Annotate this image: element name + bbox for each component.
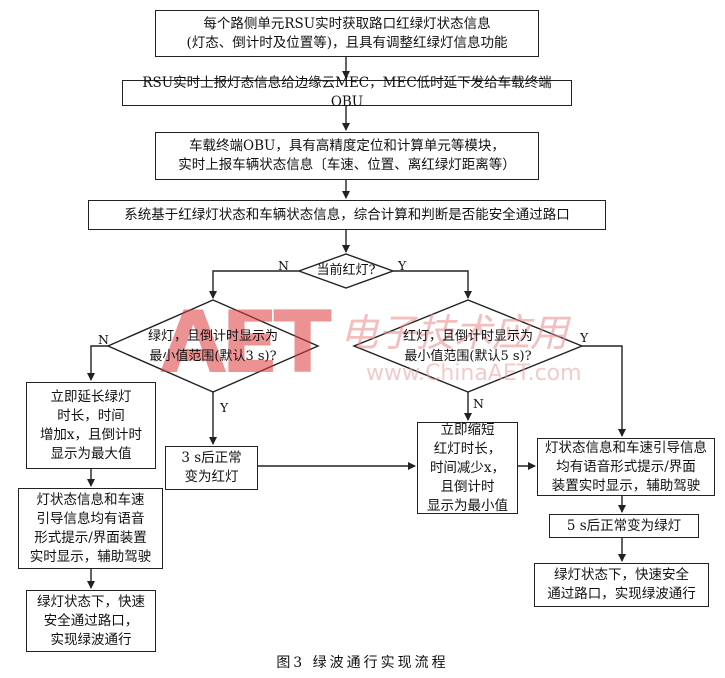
step-to-green: 5 s后正常变为绿灯 (549, 514, 699, 538)
step-rsu-report: RSU实时上报灯态信息给边缘云MEC，MEC低时延下发给车载终端OBU (122, 75, 572, 110)
step-to-red: 3 s后正常 变为红灯 (165, 446, 258, 490)
decision-green-min: 绿灯，且倒计时显示为 最小值范围(默认3 s)? (147, 329, 278, 364)
label-n-2: N (98, 332, 109, 347)
label-n-1: N (278, 258, 289, 273)
step-shorten-red: 立即缩短 红灯时长， 时间减少x， 且倒计时 显示为最小值 (417, 422, 518, 514)
figure-caption: 图3 绿波通行实现流程 (276, 655, 449, 671)
step-left-guidance: 灯状态信息和车速 引导信息均有语音 形式提示/界面装置 实时显示，辅助驾驶 (18, 488, 163, 569)
step-extend-green: 立即延长绿灯 时长，时间 增加x，且倒计时 显示为最大值 (26, 382, 156, 469)
step-right-guidance: 灯状态信息和车速引导信息 均有语音形式提示/界面 装置实时显示，辅助驾驶 (537, 438, 715, 496)
label-y-3: Y (580, 330, 589, 345)
step-system-judge: 系统基于红绿灯状态和车辆状态信息，综合计算和判断是否能安全通过路口 (88, 200, 606, 230)
step-rsu-acquire: 每个路侧单元RSU实时获取路口红绿灯状态信息 (灯态、倒计时及位置等)，且具有调… (155, 10, 539, 57)
step-obu-report: 车载终端OBU，具有高精度定位和计算单元等模块， 实时上报车辆状态信息〔车速、位… (155, 132, 539, 180)
step-right-pass: 绿灯状态下，快速安全 通过路口，实现绿波通行 (534, 563, 709, 607)
step-left-pass: 绿灯状态下，快速 安全通过路口， 实现绿波通行 (26, 590, 156, 652)
decision-current-red: 当前红灯? (316, 263, 376, 278)
label-n-3: N (473, 396, 484, 411)
label-y-2: Y (220, 400, 229, 415)
label-y-1: Y (398, 258, 407, 273)
decision-red-min: 红灯，且倒计时显示为 最小值范围(默认5 s)? (402, 329, 533, 364)
